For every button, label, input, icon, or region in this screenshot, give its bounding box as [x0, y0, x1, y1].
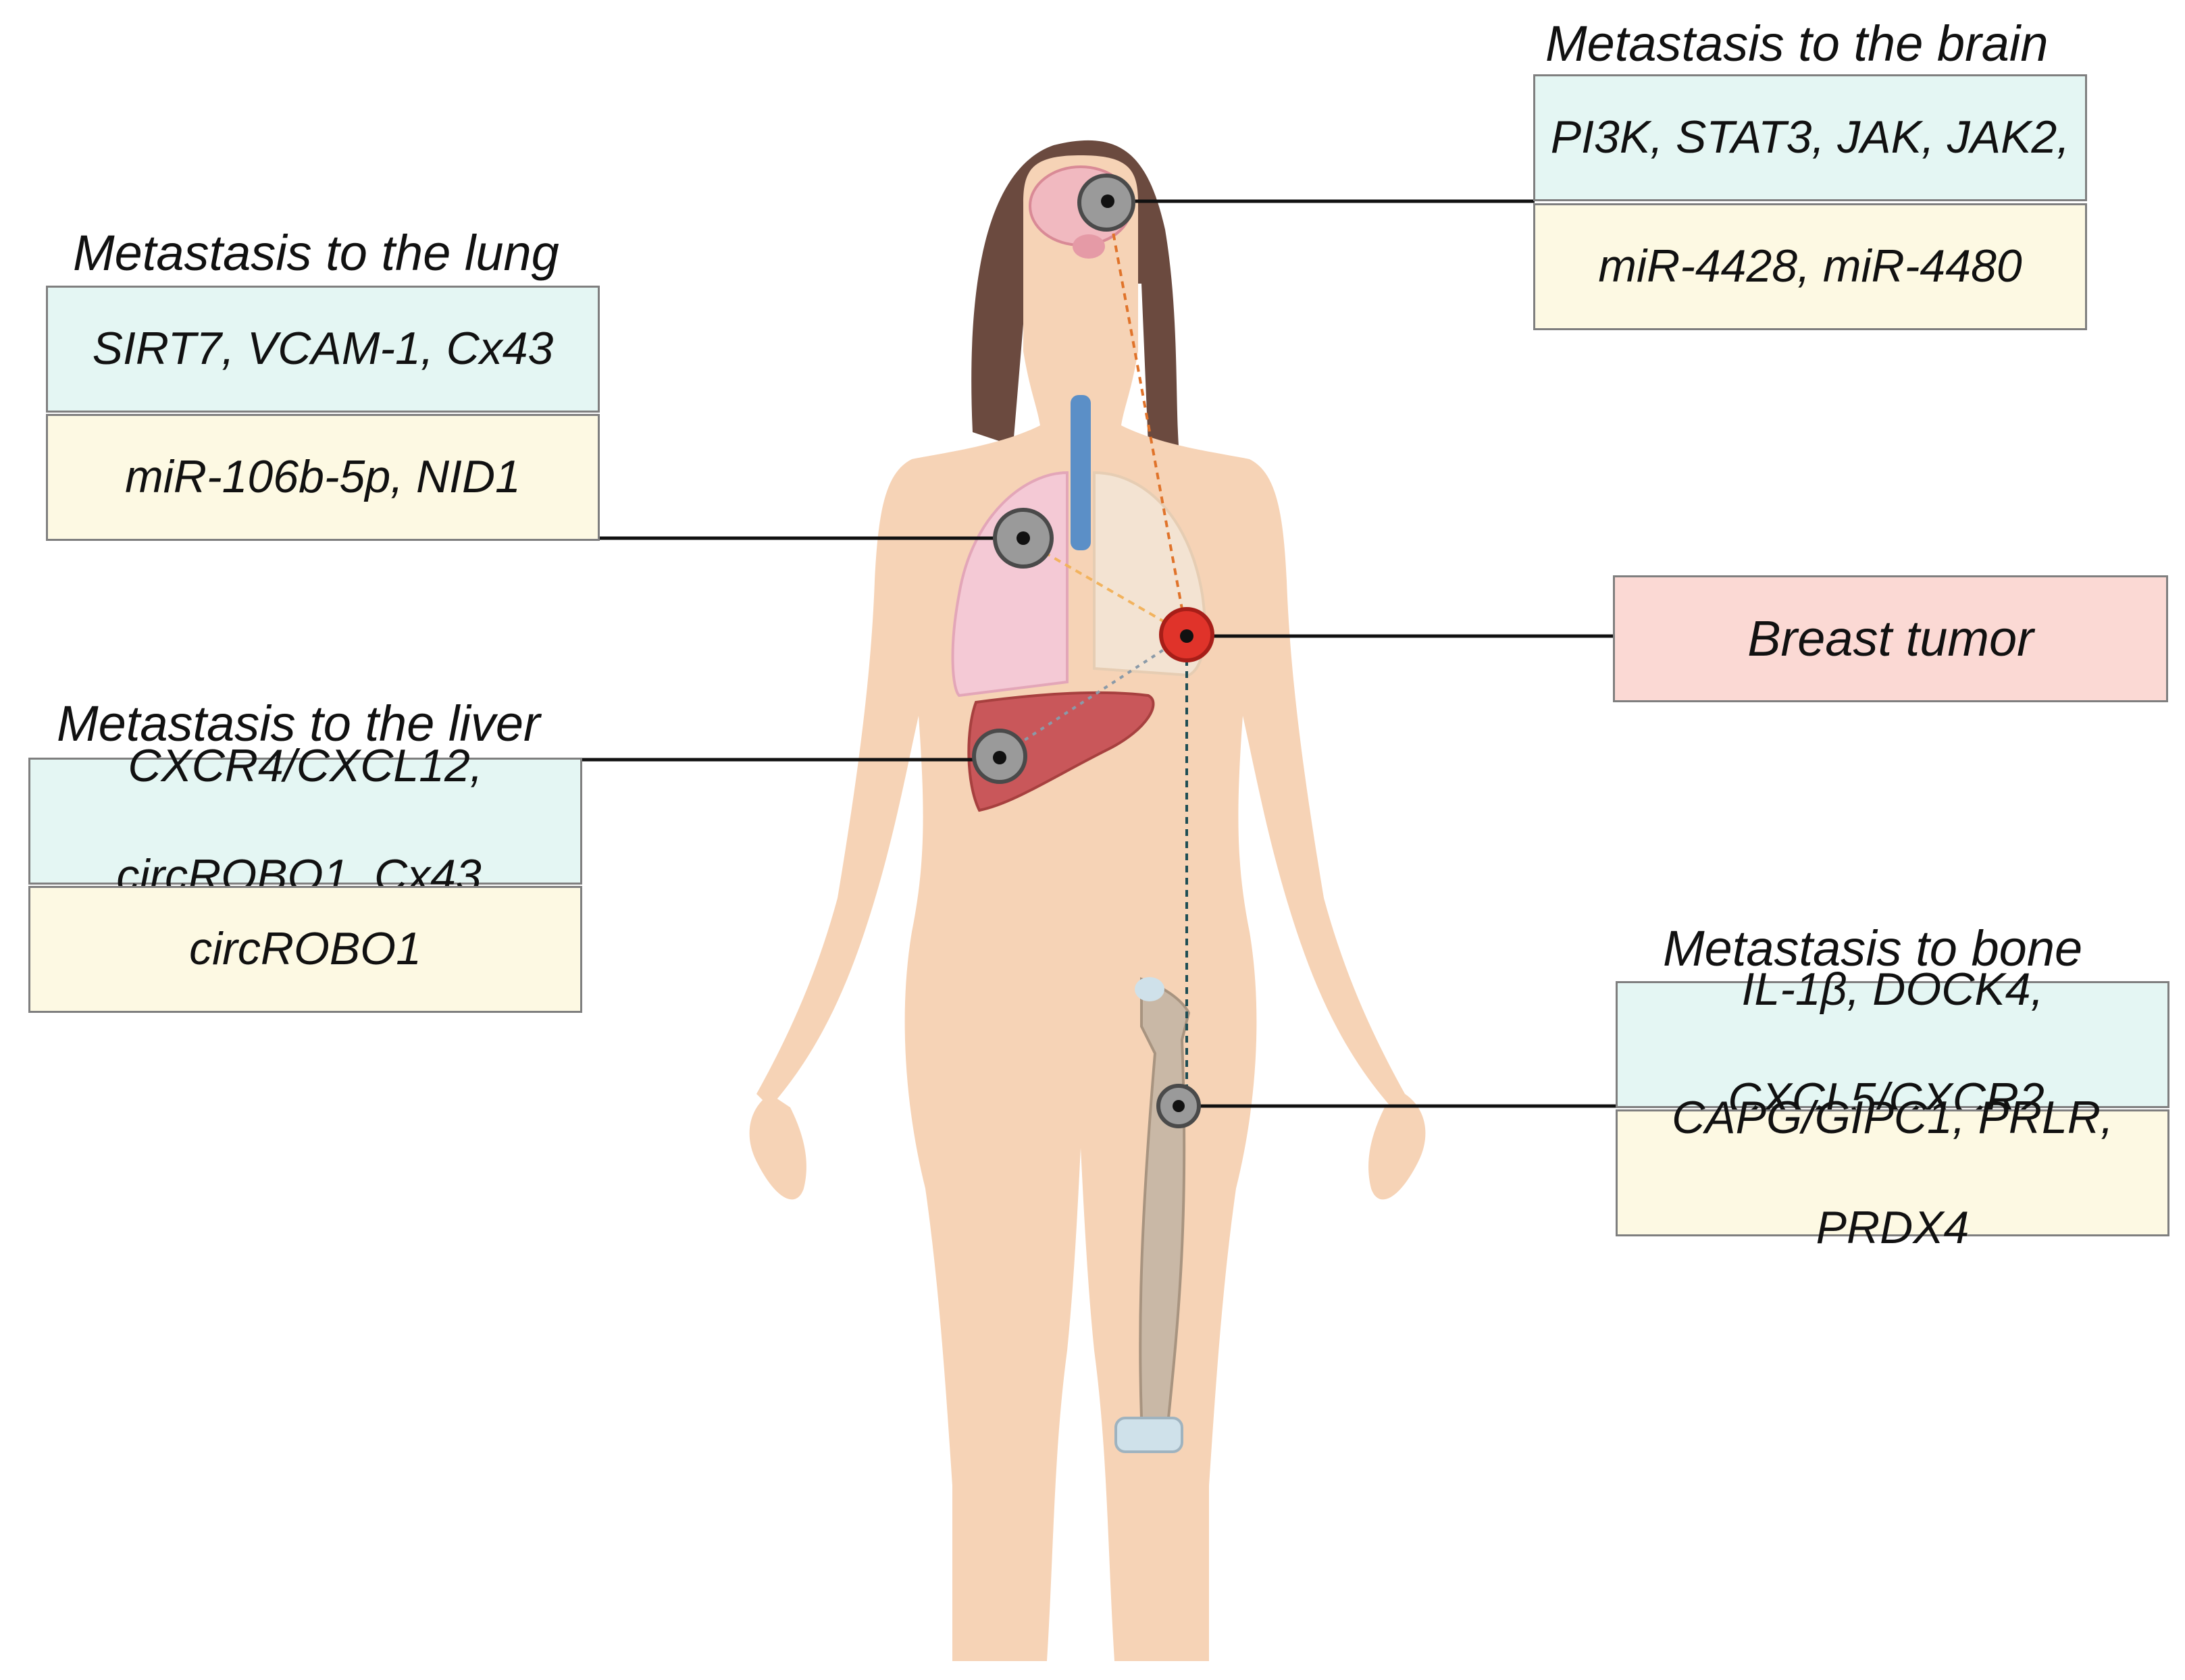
bone-rna-box: CAPG/GIPC1, PRLR, PRDX4 — [1616, 1092, 2169, 1253]
liver-genes-line1: CXCR4/CXCL12, — [128, 739, 483, 791]
bone-genes-line1: IL-1β, DOCK4, — [1741, 963, 2044, 1015]
femur-head — [1135, 977, 1164, 1001]
liver — [967, 691, 1155, 812]
lung-rna-box: miR-106b-5p, NID1 — [46, 414, 600, 541]
bone-title: Metastasis to bone — [1663, 920, 2083, 976]
liver-cell-nucleus — [993, 751, 1006, 764]
trachea — [1071, 395, 1091, 550]
lung-rna-text: miR-106b-5p, NID1 — [125, 451, 521, 503]
tumor-to-brain-path — [1106, 202, 1188, 635]
liver-genes-box: CXCR4/CXCL12, circROBO1, Cx43, — [28, 740, 582, 901]
brain-rna-box: miR-4428, miR-4480 — [1533, 203, 2087, 330]
knee-joint — [1114, 1417, 1183, 1453]
brain-rna-text: miR-4428, miR-4480 — [1598, 240, 2022, 292]
brain-genes-box: PI3K, STAT3, JAK, JAK2, — [1533, 74, 2087, 201]
lung-genes-box: SIRT7, VCAM-1, Cx43 — [46, 286, 600, 413]
lung-title: Metastasis to the lung — [73, 225, 559, 281]
bone-cell-nucleus — [1173, 1100, 1185, 1112]
brain-genes-text: PI3K, STAT3, JAK, JAK2, — [1550, 111, 2070, 163]
liver-title: Metastasis to the liver — [57, 695, 540, 752]
bone-rna-line1: CAPG/GIPC1, PRLR, — [1672, 1091, 2113, 1143]
liver-rna-box: circROBO1 — [28, 886, 582, 1013]
cerebellum — [1073, 234, 1105, 259]
bone-rna-line2: PRDX4 — [1816, 1201, 1970, 1253]
breast-tumor-box: Breast tumor — [1613, 575, 2168, 702]
liver-rna-text: circROBO1 — [189, 923, 421, 975]
lung-genes-text: SIRT7, VCAM-1, Cx43 — [92, 323, 554, 375]
lung-cell-nucleus — [1017, 531, 1030, 545]
brain-cell-nucleus — [1101, 194, 1114, 208]
brain-title: Metastasis to the brain — [1545, 16, 2049, 72]
body-silhouette — [756, 155, 1405, 1661]
breast-tumor-label: Breast tumor — [1747, 610, 2034, 666]
right-hand — [1368, 1094, 1426, 1200]
tumor-nucleus — [1180, 629, 1193, 643]
left-hand — [749, 1094, 806, 1200]
